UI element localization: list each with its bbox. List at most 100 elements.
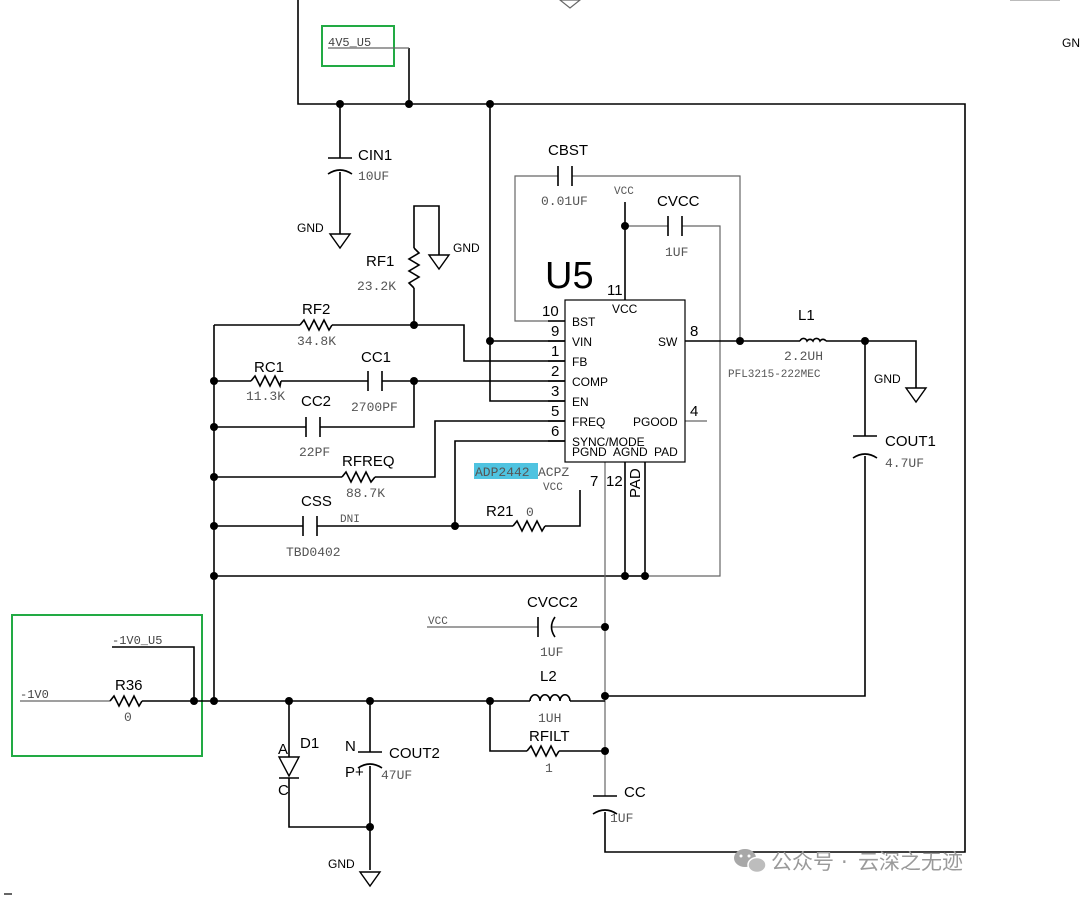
- r36-ref: R36: [115, 677, 143, 694]
- pin-name-freq: FREQ: [572, 415, 605, 429]
- l1-value: 2.2UH: [784, 349, 823, 364]
- pin-num-pgood: 4: [690, 403, 698, 420]
- part-number-highlight: ADP2442: [475, 465, 530, 480]
- d1-ref: D1: [300, 735, 319, 752]
- top-cutoff-gnd-symbol: [559, 0, 581, 9]
- cbst-ref: CBST: [548, 142, 588, 159]
- pin-num-sync: 6: [551, 423, 559, 440]
- wechat-logo-icon: [734, 849, 767, 874]
- cout2-pin-p: P+: [345, 764, 364, 781]
- gnd-label-corner: GN: [1062, 36, 1080, 50]
- pin-name-en: EN: [572, 395, 589, 409]
- ic-ref: U5: [545, 255, 594, 297]
- pin-num-vin: 9: [551, 323, 559, 340]
- cout2-ref: COUT2: [389, 745, 440, 762]
- rfilt-value: 1: [545, 761, 553, 776]
- pin-name-bst: BST: [572, 315, 596, 329]
- d1-anode: A: [278, 741, 288, 758]
- capacitor-css: [302, 516, 318, 536]
- pin-num-sw: 8: [690, 323, 698, 340]
- input-net-frame: [321, 25, 395, 67]
- capacitor-cbst: [557, 166, 573, 186]
- resistor-rf1: [407, 247, 421, 289]
- r36-value: 0: [124, 710, 132, 725]
- pin-name-vin: VIN: [572, 335, 592, 349]
- rf1-ref: RF1: [366, 253, 394, 270]
- pin-num-freq: 5: [551, 403, 559, 420]
- rf2-ref: RF2: [302, 301, 330, 318]
- pin-num-12: 12: [606, 473, 623, 490]
- pin-name-fb: FB: [572, 355, 587, 369]
- d1-cathode: C: [278, 782, 289, 799]
- pin-name-pad: PAD: [654, 445, 678, 459]
- pin-num-fb: 1: [551, 343, 559, 360]
- cbst-value: 0.01UF: [541, 194, 588, 209]
- pin-name-sw: SW: [658, 335, 678, 349]
- inductor-l2: [529, 693, 571, 702]
- l1-ref: L1: [798, 307, 815, 324]
- cc1-value: 2700PF: [351, 400, 398, 415]
- cout1-ref: COUT1: [885, 433, 936, 450]
- capacitor-cvcc2: [537, 616, 556, 638]
- cout2-value: 47UF: [381, 768, 412, 783]
- pin-name-sync: SYNC/MODE: [572, 435, 645, 449]
- net-label-1v0-u5: -1V0_U5: [112, 634, 162, 648]
- l1-part: PFL3215-222MEC: [728, 369, 821, 381]
- rc1-value: 11.3K: [246, 389, 285, 404]
- capacitor-cvcc: [667, 216, 683, 236]
- rf1-value: 23.2K: [357, 279, 396, 294]
- gnd-label-cout2: GND: [328, 857, 355, 871]
- gnd-symbol-rf1: [427, 254, 451, 271]
- vcc-net-left: VCC: [428, 616, 448, 628]
- pin-num-en: 3: [551, 383, 559, 400]
- rfreq-ref: RFREQ: [342, 453, 395, 470]
- rfilt-ref: RFILT: [529, 728, 570, 745]
- pin-name-comp: COMP: [572, 375, 608, 389]
- resistor-rf2: [299, 318, 333, 332]
- cvcc-ref: CVCC: [657, 193, 700, 210]
- cin1-value: 10UF: [358, 169, 389, 184]
- gnd-symbol-cout2: [358, 871, 382, 888]
- cvcc2-value: 1UF: [540, 645, 563, 660]
- net-label-4v5: 4V5_U5: [328, 36, 371, 50]
- cc1-ref: CC1: [361, 349, 391, 366]
- rc1-ref: RC1: [254, 359, 284, 376]
- gnd-label-rf1: GND: [453, 241, 480, 255]
- capacitor-cc2: [305, 417, 321, 437]
- css-note: DNI: [340, 514, 360, 526]
- capacitor-cc1: [367, 371, 383, 391]
- resistor-rfilt: [526, 744, 560, 758]
- cout2-pin-n: N: [345, 738, 356, 755]
- pin-num-comp: 2: [551, 363, 559, 380]
- net-label-1v0: -1V0: [20, 688, 49, 702]
- pin-vcc-bottom-label: VCC: [543, 482, 563, 494]
- cc-value: 1UF: [610, 811, 633, 826]
- capacitor-cout2: [357, 751, 383, 769]
- pin-name-pgood: PGOOD: [633, 415, 678, 429]
- pin-name-vcc: VCC: [612, 302, 638, 316]
- pin-pad-vertical: PAD: [627, 468, 644, 498]
- capacitor-cc: [592, 795, 618, 815]
- rf2-value: 34.8K: [297, 334, 336, 349]
- l2-ref: L2: [540, 668, 557, 685]
- part-highlight-box: [474, 463, 538, 479]
- pin-name-agnd: AGND: [613, 445, 648, 459]
- inductor-l1: [799, 337, 827, 343]
- gnd-symbol-cin1: [328, 233, 352, 250]
- pin-name-pgnd: PGND: [572, 445, 607, 459]
- resistor-rfreq: [341, 470, 376, 484]
- r21-ref: R21: [486, 503, 514, 520]
- css-ref: CSS: [301, 493, 332, 510]
- diode-d1: [277, 756, 301, 779]
- watermark-text-1: 公众号: [771, 850, 834, 874]
- pin-num-vcc: 11: [607, 282, 623, 299]
- css-value: TBD0402: [286, 545, 341, 560]
- ic-left-pin-stubs: [548, 320, 565, 442]
- cc-ref: CC: [624, 784, 646, 801]
- cc2-ref: CC2: [301, 393, 331, 410]
- output-net-frame: [11, 614, 203, 757]
- gnd-label-cin1: GND: [297, 221, 324, 235]
- cout1-value: 4.7UF: [885, 456, 924, 471]
- resistor-r36: [109, 694, 143, 708]
